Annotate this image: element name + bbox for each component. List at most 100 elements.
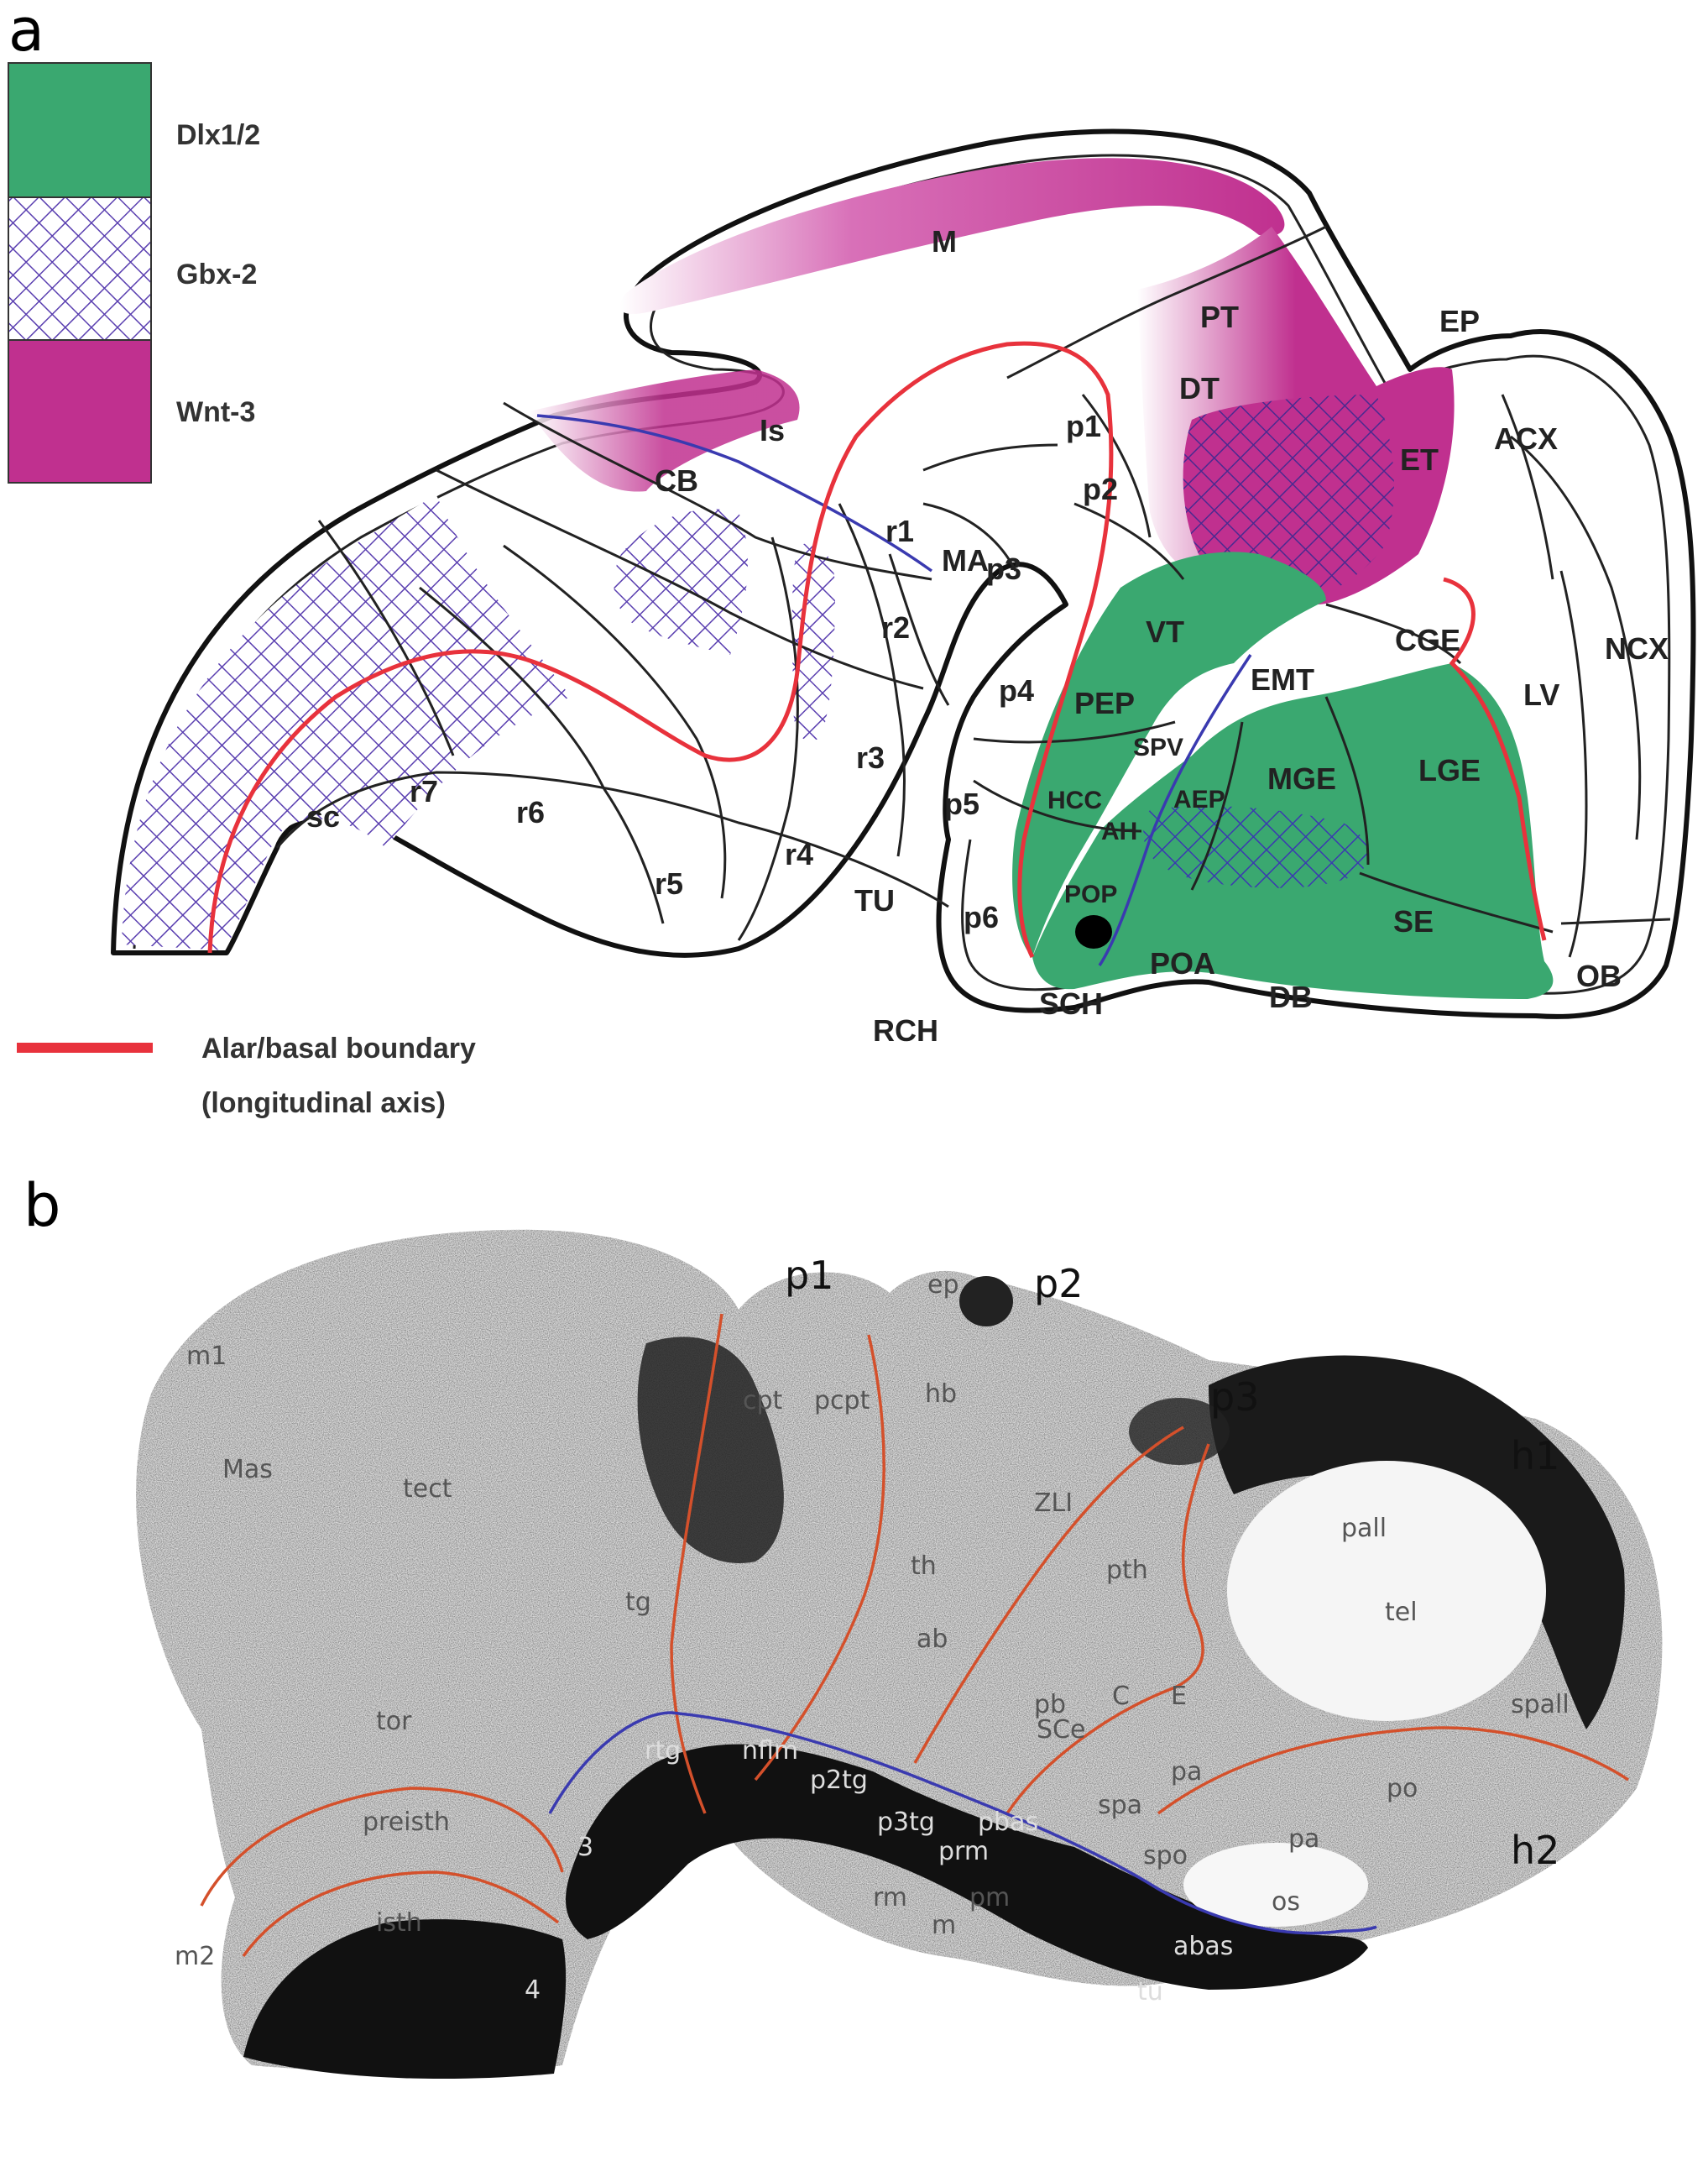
label-p1: p1 (1066, 409, 1101, 443)
legend-label-wnt: Wnt-3 (176, 396, 255, 428)
label-b-m1: m1 (186, 1342, 227, 1371)
label-r3: r3 (856, 740, 885, 775)
boundary-legend-swatch (17, 1043, 153, 1053)
label-PEP: PEP (1074, 686, 1135, 720)
label-PT: PT (1200, 300, 1239, 334)
label-b-pa-top: pa (1171, 1757, 1202, 1787)
region-M-wnt (619, 158, 1285, 314)
label-OB: OB (1576, 959, 1622, 993)
region-r1-gbx (791, 543, 835, 741)
label-r2: r2 (881, 610, 910, 645)
label-b-po: po (1387, 1774, 1418, 1803)
label-M: M (932, 224, 957, 259)
label-DT: DT (1179, 371, 1220, 405)
label-b-preisth: preisth (363, 1808, 450, 1837)
label-b-spo: spo (1143, 1841, 1188, 1870)
label-SE: SE (1393, 904, 1434, 939)
label-MA: MA (942, 543, 989, 578)
label-b-tect: tect (403, 1474, 452, 1504)
boundary-legend: Alar/basal boundary (longitudinal axis) (17, 1033, 476, 1119)
label-TU: TU (854, 883, 895, 918)
internal-boundaries (275, 225, 1671, 958)
boundary-legend-line1: Alar/basal boundary (201, 1033, 476, 1065)
label-LV: LV (1523, 678, 1559, 712)
label-b-p2: p2 (1034, 1261, 1083, 1306)
label-b-m2: m2 (175, 1942, 215, 1971)
epiphysis-blob (959, 1276, 1013, 1326)
legend-label-dlx: Dlx1/2 (176, 119, 260, 151)
label-b-spall: spall (1511, 1690, 1570, 1719)
label-CGE: CGE (1395, 623, 1460, 657)
brain-outline-outer (111, 128, 1696, 1019)
label-Is: Is (760, 413, 785, 447)
panel-a-labels: M PT EP DT ET ACX Is CB p1 p2 p3 r1 MA V… (306, 224, 1669, 1048)
label-b-pbas: pbas (978, 1808, 1038, 1837)
region-DT-gbx (1183, 395, 1394, 598)
label-ET: ET (1400, 442, 1439, 477)
region-CB-gbx (614, 509, 748, 655)
label-p2: p2 (1083, 472, 1118, 506)
optic-stalk (1183, 1843, 1368, 1927)
label-b-p2tg: p2tg (810, 1766, 868, 1795)
label-b-th: th (911, 1551, 937, 1581)
dark-telencephalon-ring (1209, 1355, 1625, 1729)
label-p3: p3 (986, 552, 1021, 586)
label-b-cpt: cpt (743, 1386, 783, 1415)
label-b-four: 4 (525, 1975, 541, 2005)
label-p6: p6 (964, 900, 999, 934)
panel-b-boundaries (200, 1313, 1629, 1958)
alar-basal-boundary (207, 341, 1114, 959)
label-r4: r4 (785, 837, 813, 871)
label-b-ZLI: ZLI (1034, 1488, 1073, 1518)
label-b-tu: tu (1137, 1977, 1163, 2006)
label-sc: sc (306, 799, 340, 834)
label-b-p3tg: p3tg (877, 1808, 935, 1837)
panel-b: b p1 p2 p3 h1 h2 ep (24, 1171, 1663, 2079)
label-b-ab: ab (917, 1624, 948, 1654)
legend-swatch-dlx (8, 62, 152, 198)
gbx-boundary-line (536, 414, 933, 573)
region-Is-wnt (529, 369, 800, 492)
label-b-os: os (1272, 1887, 1300, 1917)
label-b-spa: spa (1098, 1791, 1142, 1820)
label-r5: r5 (655, 866, 683, 901)
label-b-SCe: SCe (1037, 1715, 1085, 1745)
label-p5: p5 (944, 787, 979, 821)
label-POA: POA (1150, 946, 1215, 981)
label-SPV: SPV (1133, 734, 1183, 761)
label-HCC: HCC (1047, 787, 1102, 814)
label-b-pth: pth (1106, 1556, 1148, 1585)
label-EMT: EMT (1251, 662, 1314, 697)
gbx-boundary-line-2 (1098, 654, 1252, 966)
label-DB: DB (1269, 980, 1313, 1014)
panel-a: a Dlx1/2 Gbx-2 Wnt-3 (8, 0, 1696, 1119)
label-RCH: RCH (873, 1013, 938, 1048)
label-b-rm: rm (873, 1883, 907, 1912)
legend-label-gbx: Gbx-2 (176, 259, 257, 290)
label-b-pb: pb (1034, 1690, 1066, 1719)
label-b-isth: isth (376, 1908, 422, 1938)
label-b-pall: pall (1341, 1514, 1387, 1543)
dark-isthmus (243, 1919, 567, 2079)
boundary-legend-line2: (longitudinal axis) (201, 1087, 446, 1119)
label-b-pm: pm (969, 1883, 1010, 1912)
label-b-ep: ep (927, 1270, 959, 1300)
label-r7: r7 (410, 774, 438, 808)
label-b-rtg: rtg (645, 1736, 681, 1766)
label-b-three: 3 (577, 1833, 593, 1862)
label-b-E: E (1171, 1682, 1187, 1711)
label-p4: p4 (999, 673, 1034, 708)
label-b-p3: p3 (1210, 1374, 1259, 1420)
label-VT: VT (1146, 615, 1184, 649)
region-hindbrain-gbx (122, 495, 571, 950)
label-b-pcpt: pcpt (814, 1386, 870, 1415)
alar-basal-boundary-2 (1443, 577, 1547, 941)
dark-pretectum (637, 1337, 784, 1563)
label-b-tg: tg (625, 1588, 651, 1617)
label-b-hb: hb (925, 1379, 957, 1409)
label-b-nflm: nflm (742, 1736, 798, 1766)
label-SCH: SCH (1039, 986, 1103, 1021)
label-b-p1: p1 (785, 1253, 833, 1298)
label-b-h2: h2 (1511, 1828, 1559, 1873)
